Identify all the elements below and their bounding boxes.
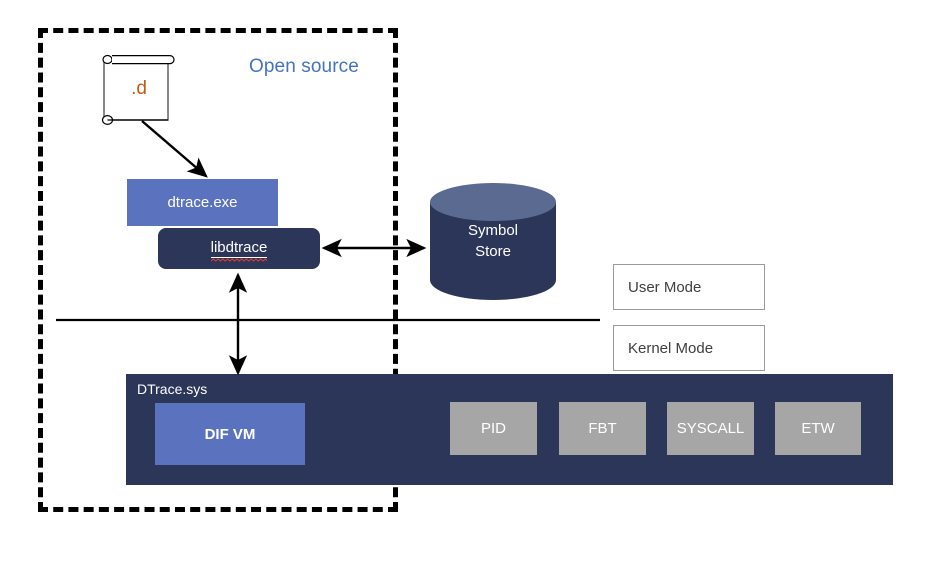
user-mode-label: User Mode <box>628 278 702 296</box>
database-cylinder-icon <box>430 183 556 300</box>
user-mode-label-box: User Mode <box>613 264 765 310</box>
dtrace-exe-label: dtrace.exe <box>167 194 238 211</box>
provider-box-etw: ETW <box>775 402 861 455</box>
provider-label-etw: ETW <box>801 420 835 437</box>
provider-box-pid: PID <box>450 402 537 455</box>
open-source-boundary <box>38 28 398 512</box>
provider-label-syscall: SYSCALL <box>676 420 745 437</box>
scroll-document-icon <box>101 54 175 125</box>
script-file-node: .d <box>96 52 182 128</box>
libdtrace-label: libdtrace <box>210 239 268 256</box>
kernel-mode-label-box: Kernel Mode <box>613 325 765 371</box>
dtrace-sys-bar: DTrace.sys DIF VM PID FBT SYSCALL ETW <box>126 374 893 485</box>
provider-box-fbt: FBT <box>559 402 646 455</box>
provider-label-pid: PID <box>480 420 506 437</box>
symbol-store-node: Symbol Store <box>428 182 558 300</box>
dtrace-exe-box: dtrace.exe <box>127 179 278 226</box>
kernel-mode-label: Kernel Mode <box>628 339 714 357</box>
libdtrace-box: libdtrace <box>158 228 320 269</box>
provider-box-syscall: SYSCALL <box>667 402 754 455</box>
dtrace-sys-label: DTrace.sys <box>137 381 208 397</box>
provider-label-fbt: FBT <box>588 420 617 437</box>
open-source-label: Open source <box>249 56 359 77</box>
spellcheck-squiggle-icon <box>210 258 268 262</box>
dif-vm-box: DIF VM <box>155 403 305 465</box>
dif-vm-label: DIF VM <box>204 425 256 443</box>
